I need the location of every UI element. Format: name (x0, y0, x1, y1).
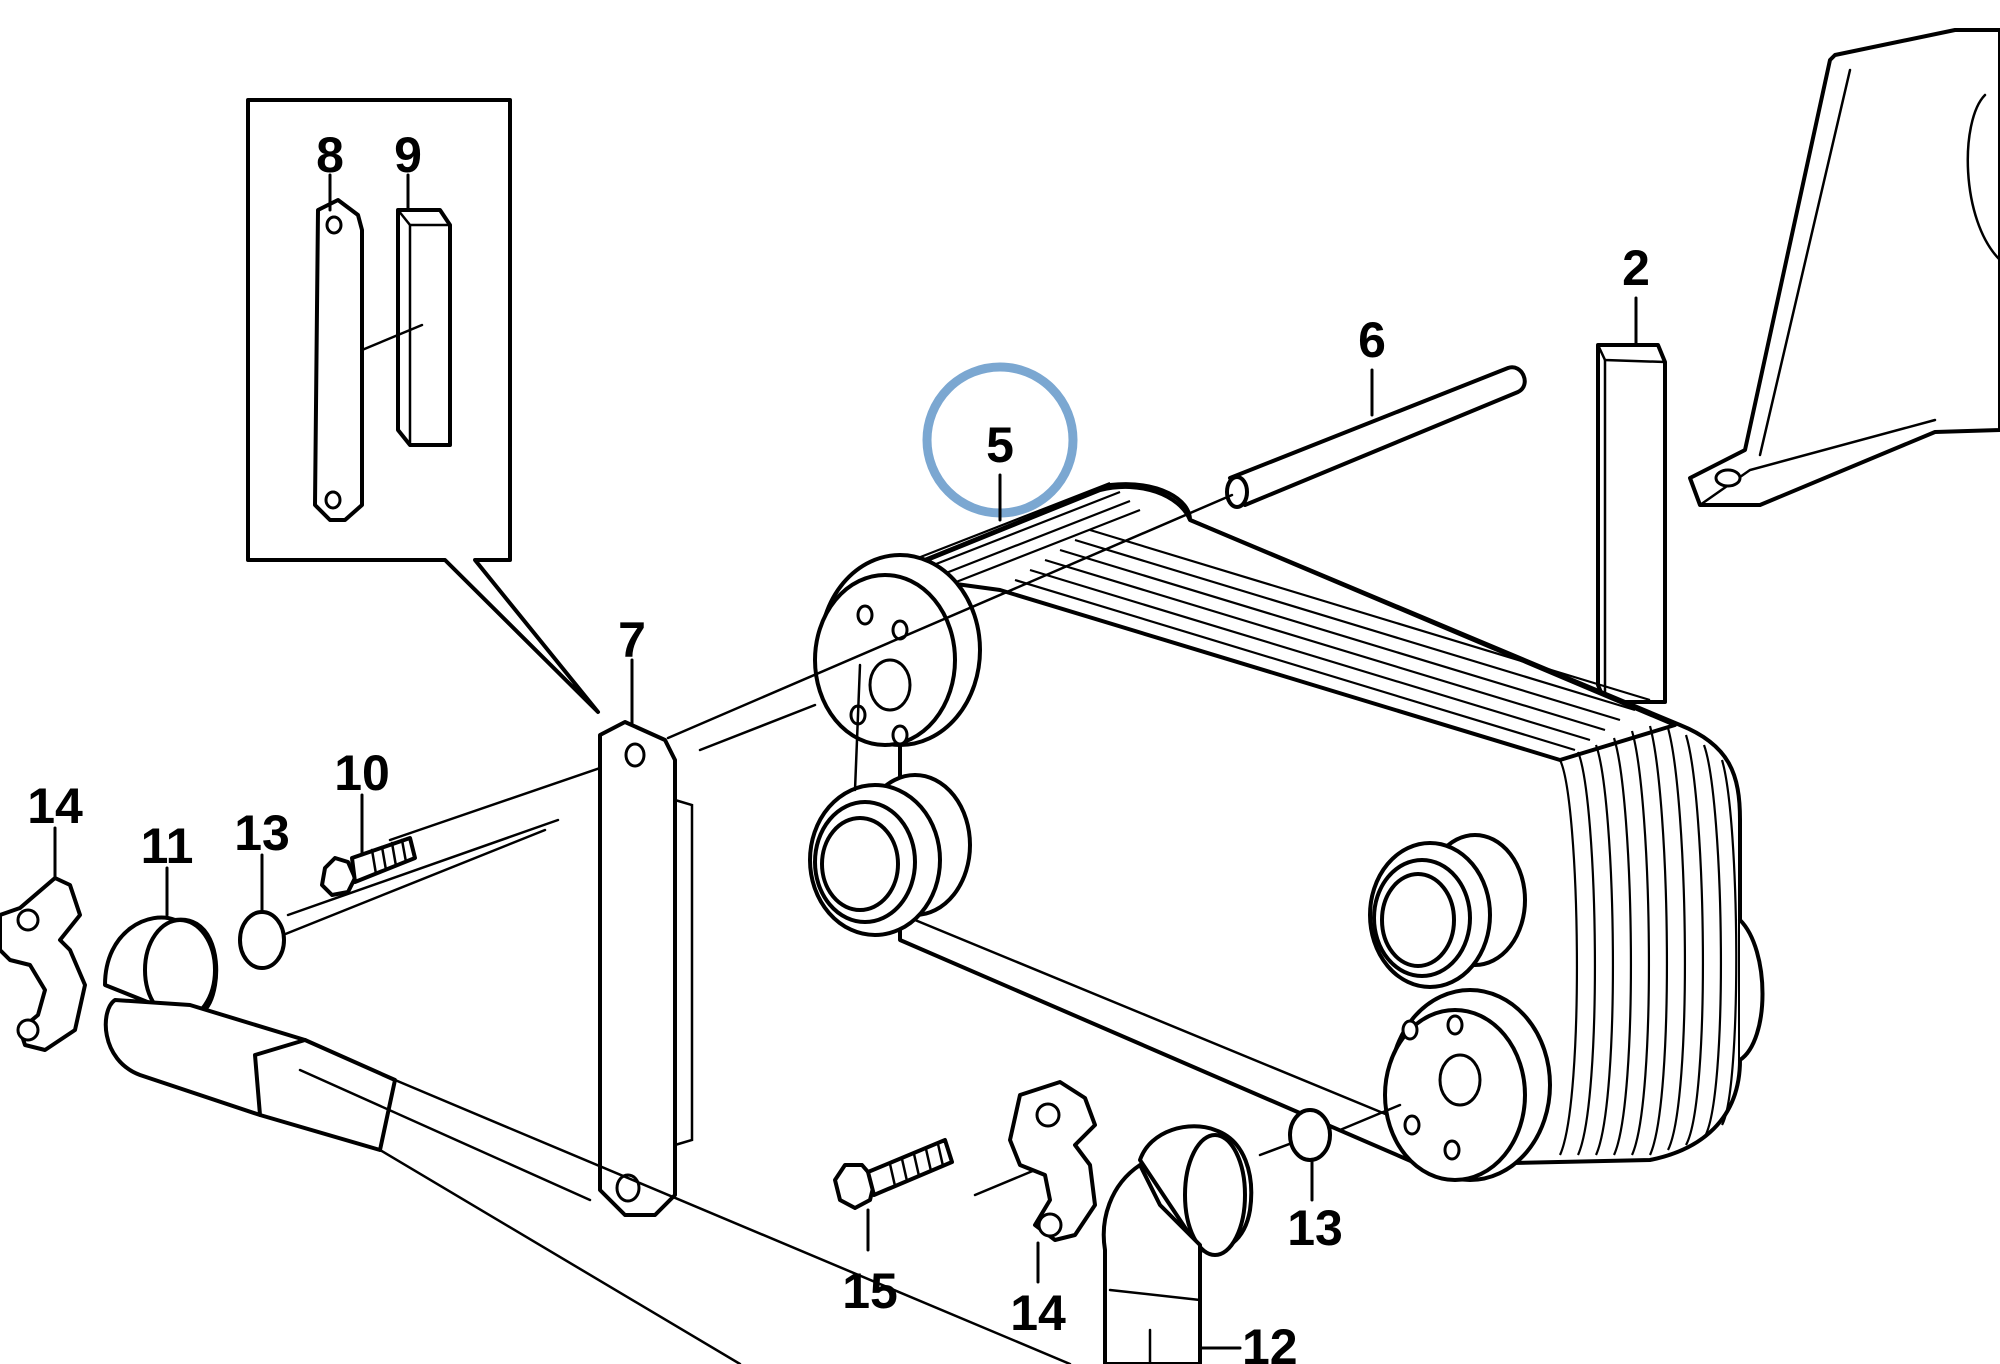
part-10-bolt[interactable] (320, 836, 417, 897)
part-12-fitting[interactable] (1101, 1124, 1254, 1364)
callout-14-bottom: 14 (1010, 1285, 1066, 1341)
callout-12: 12 (1242, 1319, 1298, 1364)
part-6-rod[interactable] (1225, 365, 1527, 509)
callout-7: 7 (618, 612, 646, 668)
callout-8: 8 (316, 127, 344, 183)
leader-lines (53, 173, 1638, 1350)
callout-13-left: 13 (234, 805, 290, 861)
detail-inset (246, 98, 600, 714)
callout-10: 10 (334, 745, 390, 801)
part-13-o-ring-left[interactable] (238, 910, 286, 970)
callout-11: 11 (141, 818, 194, 874)
callout-2: 2 (1622, 240, 1650, 296)
callout-14-left: 14 (27, 778, 83, 834)
callout-15: 15 (842, 1263, 898, 1319)
part-13-o-ring-right[interactable] (1288, 1108, 1332, 1162)
callout-9: 9 (394, 127, 422, 183)
callout-13-right: 13 (1287, 1200, 1343, 1256)
part-14-clamp-left[interactable] (0, 876, 87, 1052)
assembly-lines (256, 493, 1402, 1197)
callout-labels: 2 5 6 7 8 9 10 11 13 14 15 14 13 12 (27, 127, 1650, 1364)
part-2-strip[interactable] (1596, 343, 1667, 704)
part-14-clamp-bottom[interactable] (1008, 1080, 1097, 1242)
mounting-bracket (1688, 28, 2000, 507)
part-5-oil-cooler[interactable] (808, 481, 1765, 1182)
part-7-plate[interactable] (598, 720, 694, 1217)
callout-6: 6 (1358, 312, 1386, 368)
part-11-hose-fitting[interactable] (103, 915, 1072, 1364)
part-15-bolt[interactable] (833, 1138, 954, 1210)
callout-5: 5 (986, 417, 1014, 473)
